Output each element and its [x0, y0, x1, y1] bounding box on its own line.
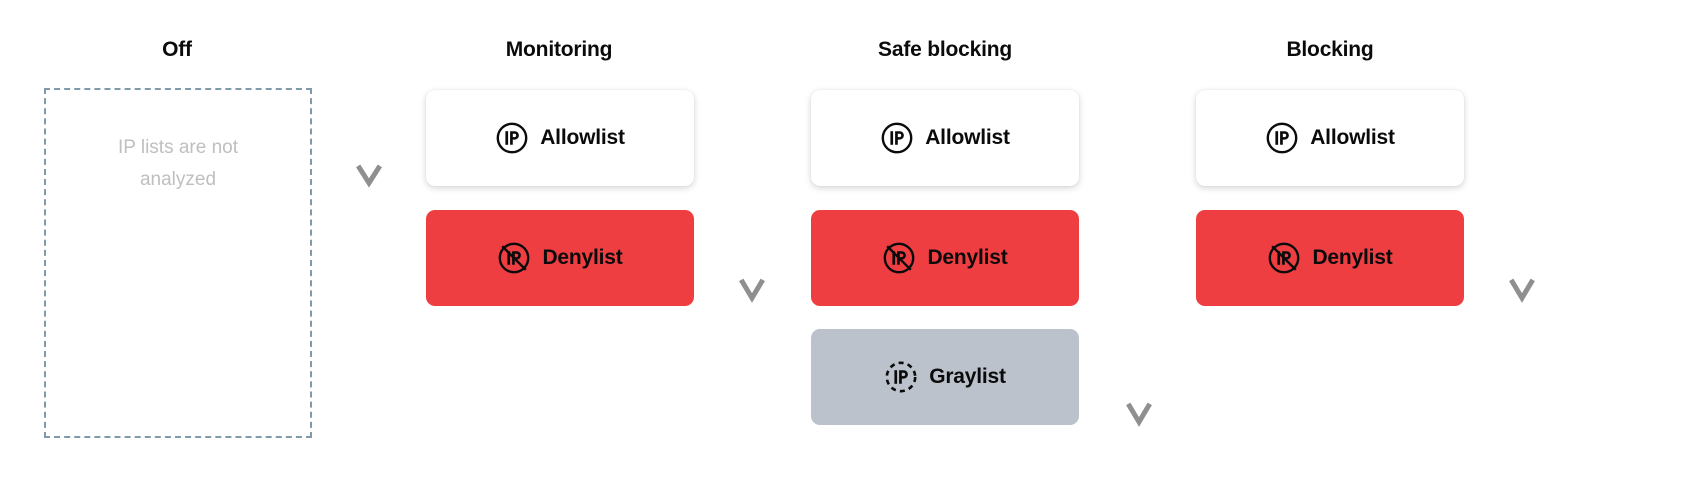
- chip-label: Denylist: [1312, 246, 1393, 269]
- arrow-blocking-out: [1505, 88, 1539, 306]
- off-empty-panel-text: IP lists are not analyzed: [117, 137, 239, 190]
- chip-label: Allowlist: [1310, 126, 1395, 149]
- column-title-monitoring: Monitoring: [505, 38, 613, 61]
- ip-circle-slash-icon: [1269, 242, 1300, 274]
- chip-denylist-safe-blocking[interactable]: Denylist: [811, 210, 1079, 306]
- chip-allowlist-blocking[interactable]: Allowlist: [1196, 90, 1464, 186]
- chip-allowlist-monitoring[interactable]: Allowlist: [426, 90, 694, 186]
- ip-circle-icon: [881, 122, 913, 154]
- chip-allowlist-safe-blocking[interactable]: Allowlist: [811, 90, 1079, 186]
- ip-circle-slash-icon: [884, 242, 915, 274]
- arrow-safe-blocking-to-blocking: [1122, 88, 1156, 430]
- arrow-off-to-monitoring: [352, 88, 386, 190]
- chip-label: Graylist: [929, 365, 1006, 388]
- arrow-monitoring-to-safe-blocking: [735, 88, 769, 306]
- ip-circle-dashed-icon: [885, 361, 917, 393]
- chip-label: Allowlist: [540, 126, 625, 149]
- column-title-blocking: Blocking: [1286, 38, 1374, 61]
- column-title-safe-blocking: Safe blocking: [878, 38, 1012, 61]
- chip-denylist-blocking[interactable]: Denylist: [1196, 210, 1464, 306]
- chip-label: Denylist: [542, 246, 623, 269]
- ip-circle-icon: [1266, 122, 1298, 154]
- chip-denylist-monitoring[interactable]: Denylist: [426, 210, 694, 306]
- column-title-off: Off: [162, 38, 192, 61]
- ip-circle-slash-icon: [499, 242, 530, 274]
- off-empty-panel: IP lists are not analyzed: [44, 88, 312, 438]
- ip-circle-icon: [496, 122, 528, 154]
- chip-graylist-safe-blocking[interactable]: Graylist: [811, 329, 1079, 425]
- chip-label: Denylist: [927, 246, 1008, 269]
- chip-label: Allowlist: [925, 126, 1010, 149]
